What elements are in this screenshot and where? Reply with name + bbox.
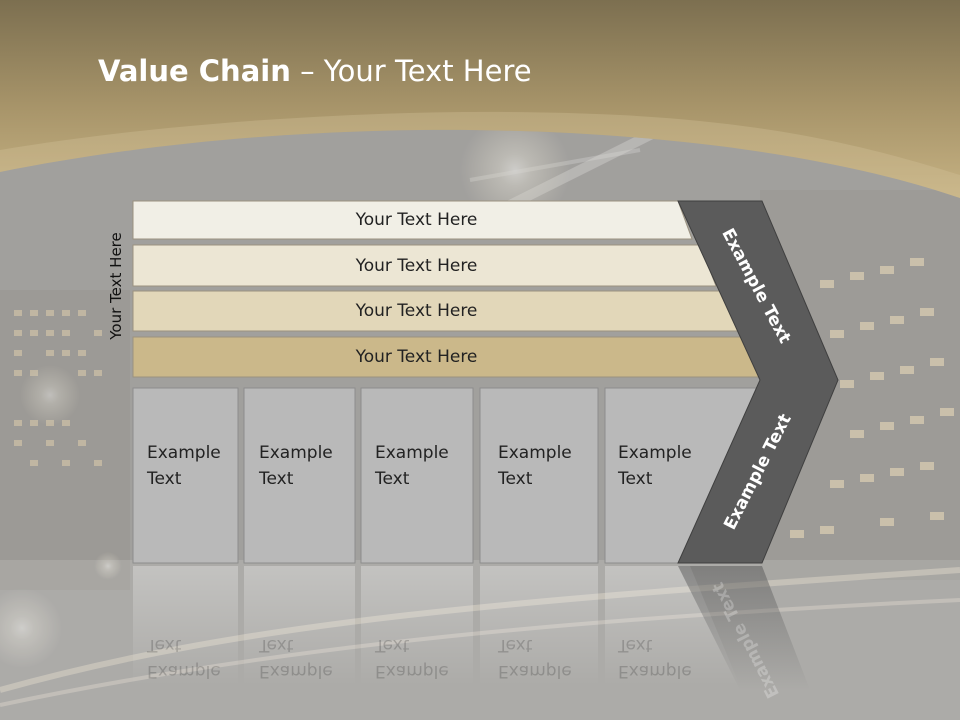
box-1-shape [132, 387, 239, 564]
box-3-reflection-line2: Text [375, 635, 410, 655]
box-2-text: Example Text [259, 440, 359, 492]
box-5-line1: Example [618, 443, 692, 463]
box-5-reflection-line2: Text [618, 635, 653, 655]
box-3-reflection [361, 566, 473, 686]
title-bold: Value Chain [98, 54, 291, 88]
box-2-line2: Text [259, 469, 294, 489]
box-4-line2: Text [498, 469, 533, 489]
box-1-reflection-line2: Text [147, 635, 182, 655]
box-1-reflection [133, 566, 238, 686]
box-1-text: Example Text [147, 440, 247, 492]
title-rest: – Your Text Here [290, 54, 532, 88]
bar-3-label: Your Text Here [355, 300, 478, 321]
box-3-line2: Text [375, 469, 410, 489]
box-5-reflection [605, 566, 740, 686]
slide-title: Value Chain – Your Text Here [98, 54, 532, 88]
bar-2-label: Your Text Here [355, 255, 478, 276]
bar-4: Your Text Here [134, 338, 699, 375]
box-3-text: Example Text [375, 440, 475, 492]
box-2-reflection [244, 566, 355, 686]
box-2-line1: Example [259, 443, 333, 463]
chevron-shape [677, 200, 839, 564]
bar-3: Your Text Here [134, 292, 699, 329]
box-1-reflection-text: Example Text [147, 632, 247, 684]
box-5-text: Example Text [618, 440, 718, 492]
bar-2: Your Text Here [134, 247, 699, 284]
bar-1-label: Your Text Here [355, 209, 478, 230]
bar-1-shape [132, 200, 693, 240]
box-1-line1: Example [147, 443, 221, 463]
box-1-line2: Text [147, 469, 182, 489]
box-4-shape [479, 387, 599, 564]
box-4-text: Example Text [498, 440, 598, 492]
box-2-reflection-line2: Text [259, 635, 294, 655]
box-2-shape [243, 387, 356, 564]
box-2-reflection-line1: Example [259, 661, 333, 681]
box-1-reflection-line1: Example [147, 661, 221, 681]
box-3-line1: Example [375, 443, 449, 463]
box-4-reflection-line2: Text [498, 635, 533, 655]
bar-1: Your Text Here [134, 201, 699, 238]
chevron-reflection [678, 566, 810, 690]
box-4-reflection [480, 566, 598, 686]
bar-2-shape [132, 244, 717, 287]
box-2-reflection-text: Example Text [259, 632, 359, 684]
box-3-reflection-text: Example Text [375, 632, 475, 684]
box-3-reflection-line1: Example [375, 661, 449, 681]
box-4-line1: Example [498, 443, 572, 463]
box-5-line2: Text [618, 469, 653, 489]
bar-4-label: Your Text Here [355, 346, 478, 367]
box-4-reflection-line1: Example [498, 661, 572, 681]
box-4-reflection-text: Example Text [498, 632, 598, 684]
box-3-shape [360, 387, 474, 564]
box-5-reflection-line1: Example [618, 661, 692, 681]
box-5-reflection-text: Example Text [618, 632, 718, 684]
